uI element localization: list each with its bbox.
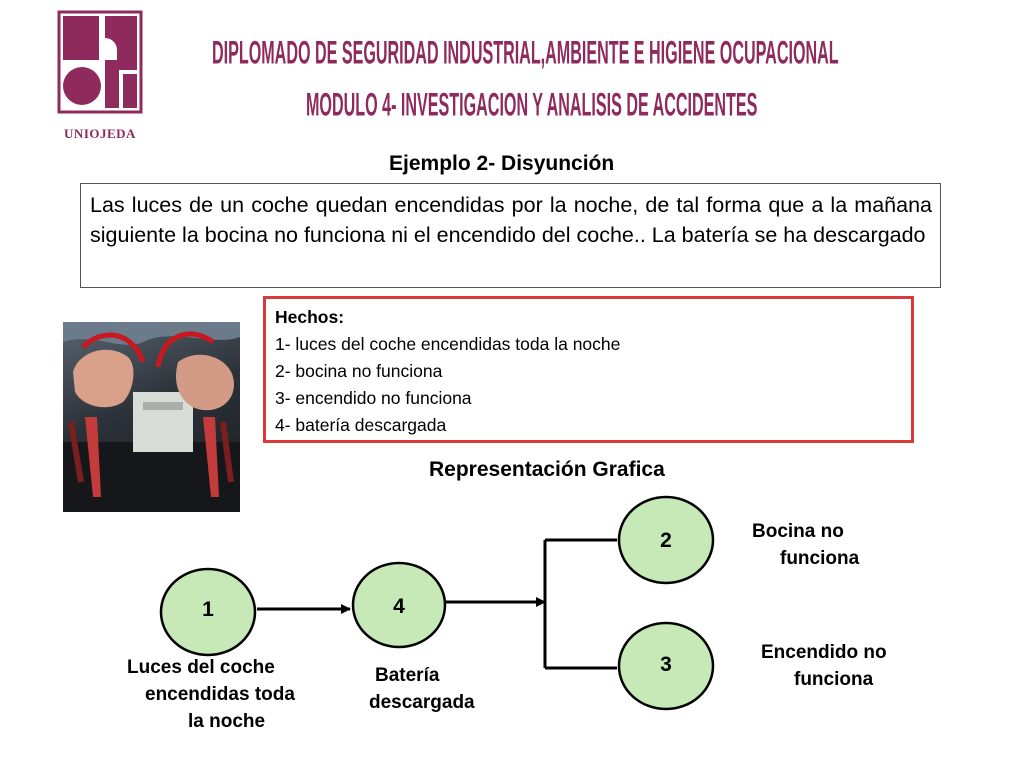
node-1 xyxy=(159,567,257,657)
uniojeda-logo: UNIOJEDA xyxy=(52,10,148,141)
statement-text: Las luces de un coche quedan encendidas … xyxy=(90,193,932,247)
fact-item-2: 2- bocina no funciona xyxy=(275,361,443,381)
node-4-caption-line-1: Batería xyxy=(375,665,440,686)
node-3-label: 3 xyxy=(660,653,672,676)
node-1-caption-line-1: Luces del coche xyxy=(127,657,275,678)
node-4-caption: Batería descargada xyxy=(369,662,475,716)
fact-item-1: 1- luces del coche encendidas toda la no… xyxy=(275,334,621,354)
node-1-label: 1 xyxy=(202,598,214,621)
node-3 xyxy=(617,621,715,711)
node-1-caption: Luces del coche encendidas toda la noche xyxy=(127,654,295,735)
node-2-label: 2 xyxy=(660,529,672,552)
battery-photo-illustration xyxy=(63,322,240,512)
facts-box: Hechos: 1- luces del coche encendidas to… xyxy=(263,296,914,443)
module-title: MODULO 4- INVESTIGACION Y ANALISIS DE AC… xyxy=(306,86,758,123)
node-2-caption: Bocina no funciona xyxy=(752,518,859,572)
node-4-label: 4 xyxy=(393,595,405,618)
node-3-caption-line-1: Encendido no xyxy=(761,642,887,663)
node-3-caption: Encendido no funciona xyxy=(761,639,887,693)
node-2 xyxy=(617,495,715,585)
logo-mark xyxy=(57,10,143,114)
statement-box: Las luces de un coche quedan encendidas … xyxy=(80,183,941,288)
example-title: Ejemplo 2- Disyunción xyxy=(389,152,615,175)
course-title: DIPLOMADO DE SEGURIDAD INDUSTRIAL,AMBIEN… xyxy=(212,34,839,71)
facts-list: 1- luces del coche encendidas toda la no… xyxy=(275,331,911,439)
jumper-cables-photo xyxy=(63,322,240,512)
node-4-caption-line-2: descargada xyxy=(369,692,475,713)
graph-title: Representación Grafica xyxy=(429,458,665,481)
fact-item-3: 3- encendido no funciona xyxy=(275,388,472,408)
facts-title: Hechos: xyxy=(275,307,345,327)
node-3-caption-line-2: funciona xyxy=(794,669,874,690)
logo-text: UNIOJEDA xyxy=(64,126,136,141)
fact-item-4: 4- batería descargada xyxy=(275,415,447,435)
node-4 xyxy=(351,561,447,649)
node-2-caption-line-1: Bocina no xyxy=(752,521,844,542)
node-1-caption-line-3: la noche xyxy=(188,711,266,732)
node-2-caption-line-2: funciona xyxy=(780,548,860,569)
node-1-caption-line-2: encendidas toda xyxy=(145,684,295,705)
